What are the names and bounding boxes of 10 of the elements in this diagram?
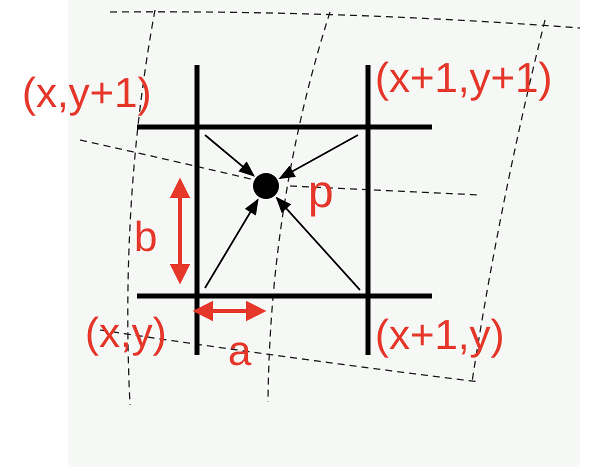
arrow (204, 198, 259, 288)
dimension-label: b (134, 216, 158, 258)
arrow (278, 134, 358, 180)
arrow (204, 134, 255, 177)
grid-point-label: (x+1,y+1) (375, 57, 552, 99)
sample-point (253, 173, 279, 199)
grid-point-label: (x+1,y) (375, 314, 505, 356)
arrow (276, 196, 361, 291)
grid-point-label: (x,y+1) (22, 72, 152, 114)
grid-point-label: (x,y) (85, 312, 167, 354)
